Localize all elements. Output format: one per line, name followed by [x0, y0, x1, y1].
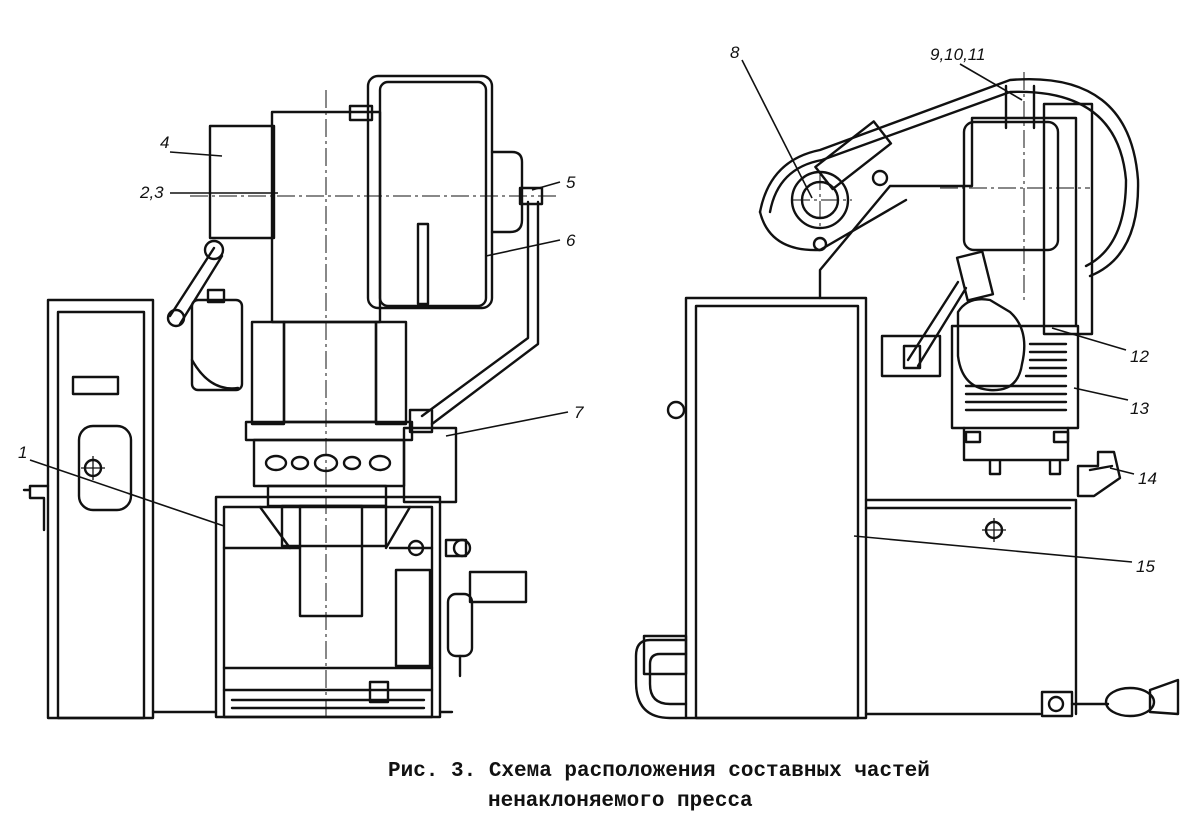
pedal-lever: [1076, 450, 1122, 498]
callout-5: 5: [566, 173, 576, 192]
slide-bolt-row: [264, 453, 392, 473]
callout-6: 6: [566, 231, 576, 250]
press-base-frame: [151, 495, 454, 719]
callout-15: 15: [1136, 557, 1155, 576]
motor-block: [166, 124, 276, 392]
foot-switch: [1040, 678, 1180, 718]
flywheel-guard: [348, 74, 524, 310]
side-body: [666, 296, 1078, 720]
callout-7: 7: [574, 403, 584, 422]
air-filter-unit: [394, 538, 528, 678]
callout-1: 1: [18, 443, 27, 462]
belt-drive: [758, 78, 1140, 278]
callout-4: 4: [160, 133, 169, 152]
lube-pipe: [402, 186, 544, 504]
callout-12: 12: [1130, 347, 1149, 366]
figure-caption-line-2: ненаклоняемого пресса: [488, 790, 753, 813]
callout-13: 13: [1130, 399, 1149, 418]
brake-unit: [880, 250, 1080, 476]
leader-lines: [29, 59, 1135, 563]
callout-labels: 1 2,3 4 5 6 7 8 9,10,11 12 13 14 15: [18, 43, 1157, 576]
callout-14: 14: [1138, 469, 1157, 488]
control-cabinet: [22, 298, 155, 720]
callout-2-3: 2,3: [139, 183, 164, 202]
press-column: [244, 110, 414, 618]
figure-caption-line-1: Рис. 3. Схема расположения составных час…: [388, 760, 930, 783]
side-head: [818, 84, 1094, 336]
callout-8: 8: [730, 43, 740, 62]
side-view: [634, 72, 1180, 720]
coolant-pipe: [634, 634, 688, 720]
callout-9-10-11: 9,10,11: [930, 45, 985, 64]
front-view: [22, 74, 560, 720]
